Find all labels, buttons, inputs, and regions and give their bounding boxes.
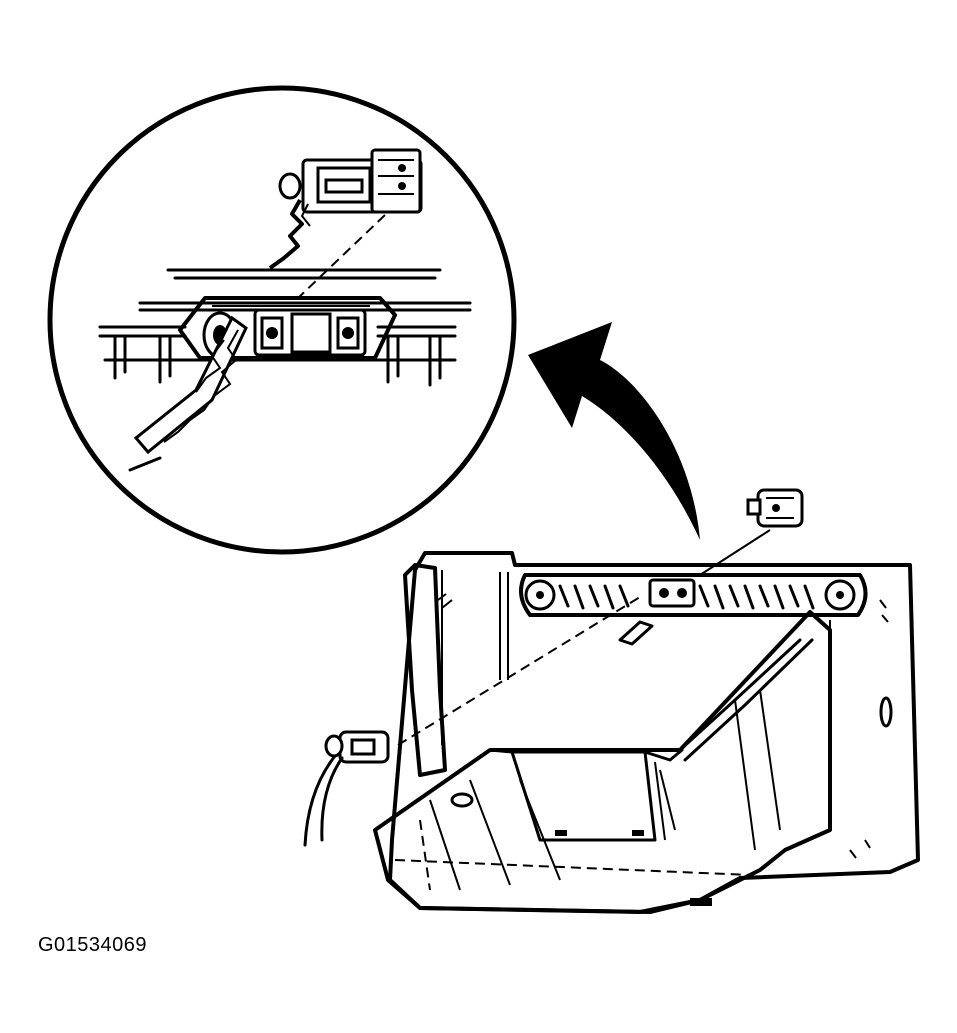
connector-bracket [178, 296, 397, 360]
figure-id-label: G01534069 [38, 934, 148, 956]
upper-connector [746, 488, 804, 528]
alignment-line [295, 214, 386, 301]
detached-connector [278, 148, 423, 214]
install-path-line [397, 596, 641, 746]
wiring-harness [128, 315, 248, 472]
top-rail [519, 573, 868, 617]
callout-arrow [528, 322, 700, 540]
front-tray [373, 610, 871, 914]
lower-connector [303, 730, 390, 847]
mounted-connector [253, 308, 367, 357]
detail-callout [47, 85, 517, 555]
main-assembly [303, 488, 920, 914]
connector-pigtail [268, 199, 304, 270]
